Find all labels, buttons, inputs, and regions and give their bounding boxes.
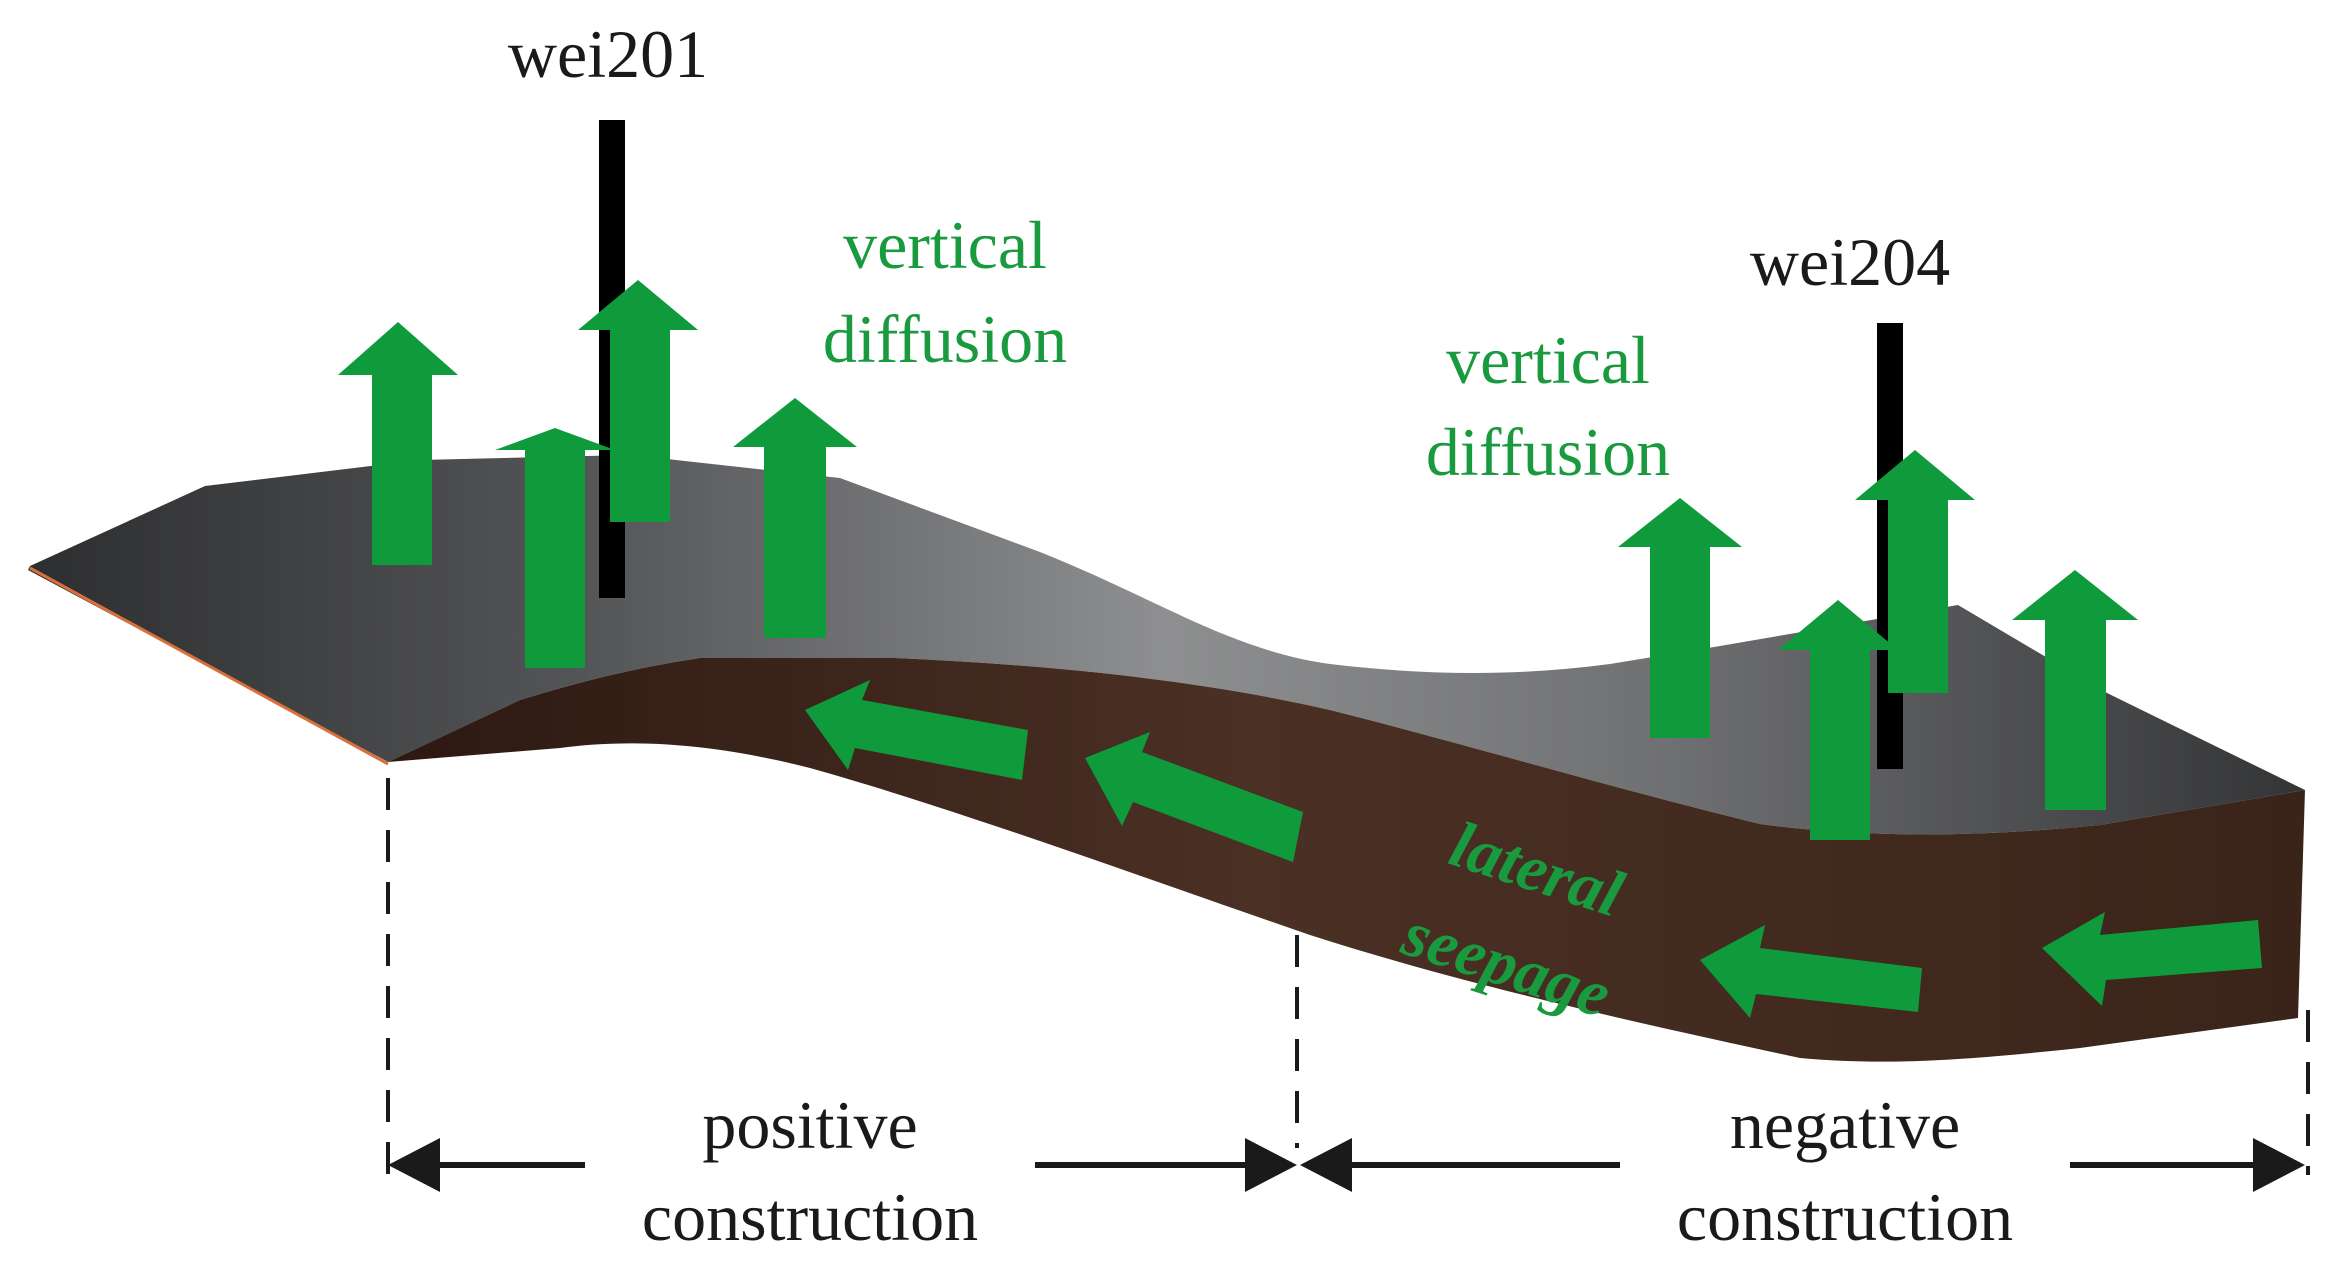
reservoir-block bbox=[28, 455, 2305, 1062]
label-line: negative bbox=[1730, 1087, 1960, 1163]
label-line: positive bbox=[702, 1087, 917, 1163]
up-arrow bbox=[1618, 498, 1742, 738]
label-negative-construction: negative construction bbox=[1677, 1087, 2013, 1255]
vertical-arrows-right bbox=[1618, 450, 2138, 840]
label-line: vertical bbox=[843, 207, 1047, 283]
well-wei204[interactable]: wei204 bbox=[1750, 224, 1950, 769]
label-positive-construction: positive construction bbox=[642, 1087, 978, 1255]
left-arrow bbox=[805, 680, 1028, 780]
left-arrow bbox=[1700, 925, 1922, 1018]
label-line: vertical bbox=[1446, 322, 1650, 398]
front-edge bbox=[29, 566, 389, 766]
dim-arrowhead-left bbox=[388, 1138, 440, 1192]
label-line: diffusion bbox=[823, 301, 1067, 377]
up-arrow bbox=[1778, 600, 1898, 840]
label-vertical-diffusion-left: vertical diffusion bbox=[823, 207, 1067, 377]
up-arrow bbox=[733, 398, 857, 638]
left-arrow bbox=[2042, 912, 2262, 1006]
vertical-arrows-left bbox=[338, 280, 857, 668]
up-arrow bbox=[578, 280, 698, 522]
up-arrow bbox=[2012, 570, 2138, 810]
left-arrow bbox=[1085, 732, 1303, 862]
label-line: construction bbox=[642, 1179, 978, 1255]
dimension-negative bbox=[1300, 1138, 2305, 1192]
well-label: wei201 bbox=[508, 16, 708, 92]
label-line: construction bbox=[1677, 1179, 2013, 1255]
top-surface bbox=[28, 455, 2305, 835]
up-arrow bbox=[338, 322, 458, 565]
label-line: diffusion bbox=[1426, 414, 1670, 490]
zone-dividers bbox=[386, 778, 2310, 1175]
up-arrow bbox=[1855, 450, 1975, 693]
dim-arrowhead-left bbox=[1300, 1138, 1352, 1192]
dimension-positive bbox=[388, 1138, 1297, 1192]
dim-arrowhead-right bbox=[2253, 1138, 2305, 1192]
lateral-arrows bbox=[805, 680, 2262, 1018]
dim-arrowhead-right bbox=[1245, 1138, 1297, 1192]
label-vertical-diffusion-right: vertical diffusion bbox=[1426, 322, 1670, 490]
up-arrow bbox=[495, 428, 615, 668]
well-label: wei204 bbox=[1750, 224, 1950, 300]
